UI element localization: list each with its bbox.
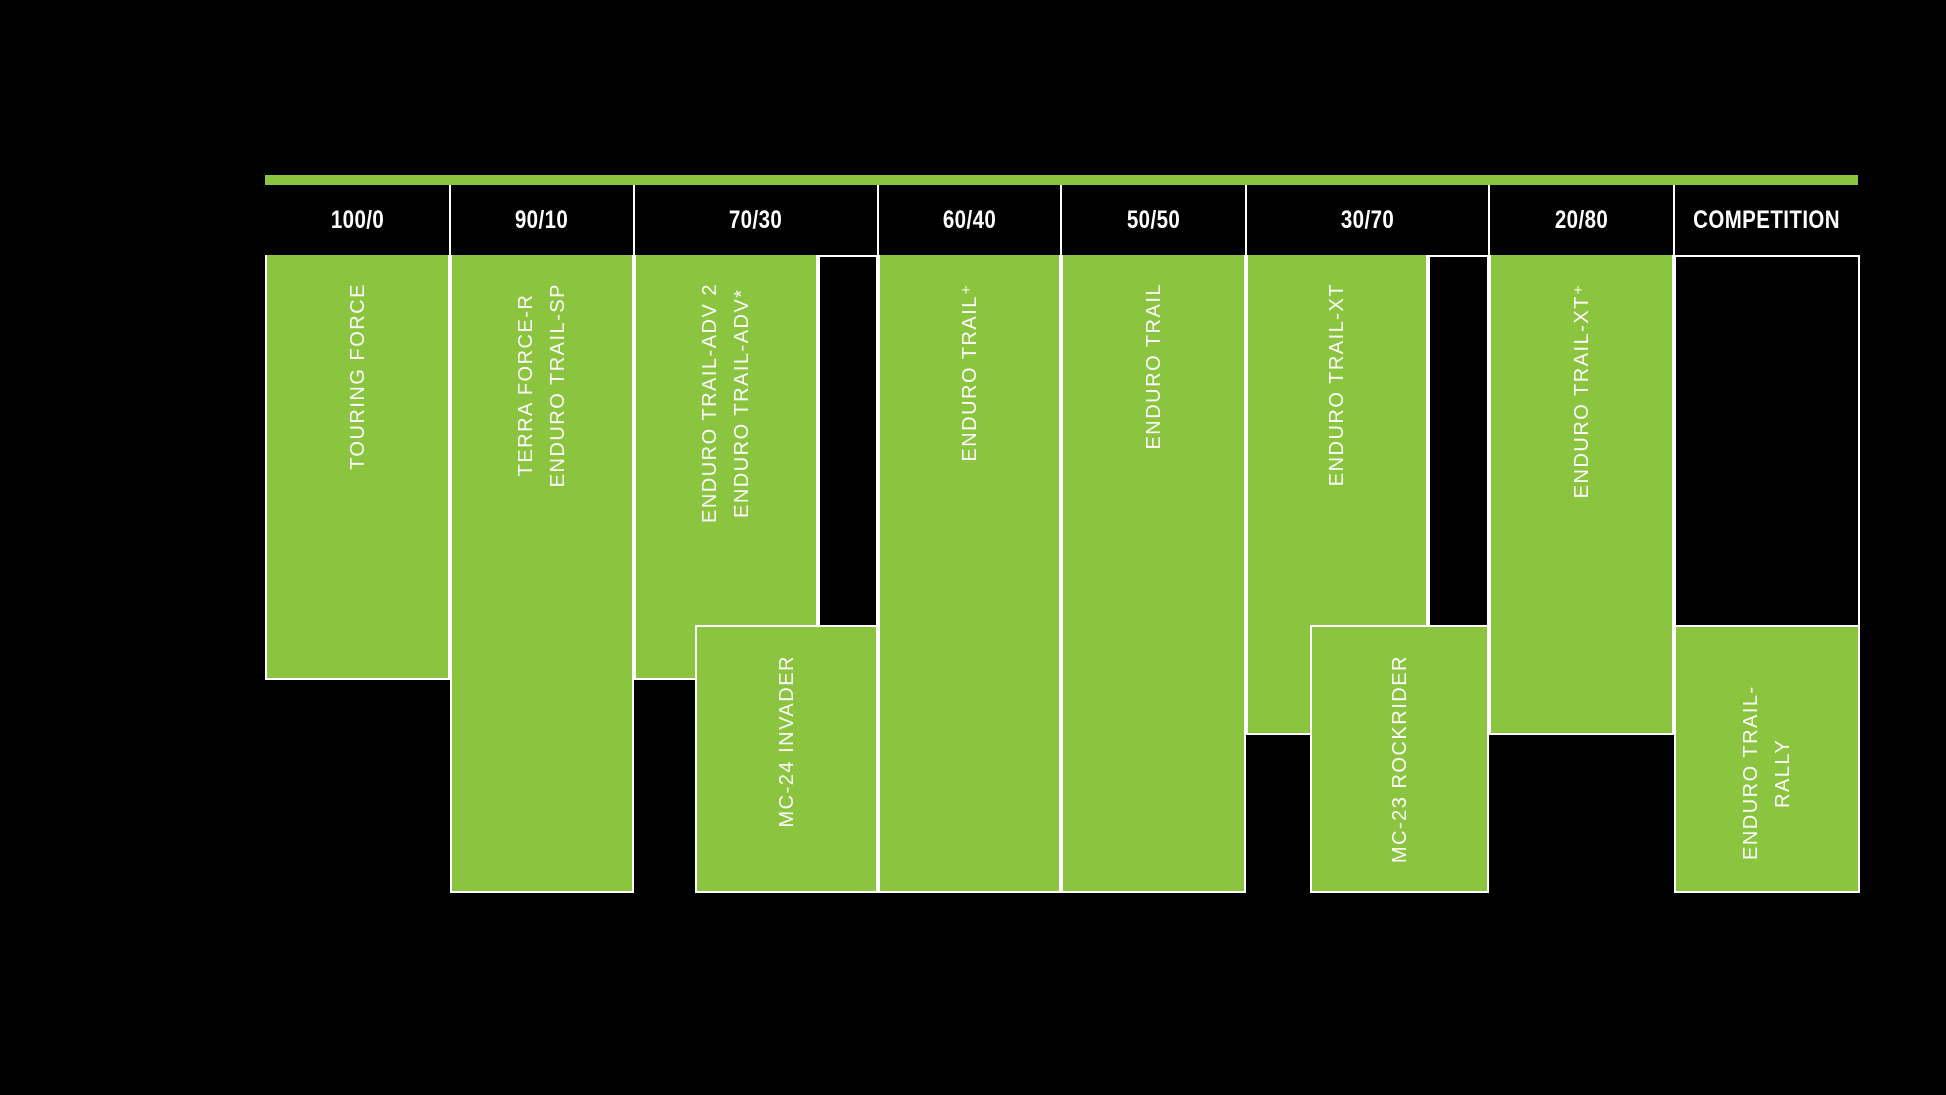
header-cell-70-30: 70/30 [634, 185, 878, 255]
block-enduro-trail: ENDURO TRAIL [1061, 255, 1246, 893]
block-label: ENDURO TRAIL⁺ [958, 283, 981, 462]
block-enduro-trail-plus: ENDURO TRAIL⁺ [878, 255, 1061, 893]
block-label: ENDURO TRAIL-ADV 2 ENDURO TRAIL-ADV* [699, 283, 753, 524]
block-label: ENDURO TRAIL-RALLY [1740, 685, 1794, 861]
header-cell-competition: COMPETITION [1674, 185, 1860, 255]
header-separator [1488, 185, 1490, 255]
block-enduro-trail-rally: ENDURO TRAIL-RALLY [1674, 625, 1860, 893]
block-label: ENDURO TRAIL [1142, 283, 1165, 450]
header-label: 100/0 [330, 205, 385, 234]
header-label: 90/10 [515, 205, 569, 234]
header-accent-bar [265, 175, 1858, 185]
header-separator [449, 185, 451, 255]
block-label: MC-24 INVADER [775, 655, 798, 828]
header-cell-90-10: 90/10 [450, 185, 634, 255]
gap-slot-70-30 [818, 255, 878, 625]
block-touring-force: TOURING FORCE [265, 255, 450, 680]
header-cell-60-40: 60/40 [878, 185, 1061, 255]
block-enduro-trail-xt-plus: ENDURO TRAIL-XT⁺ [1489, 255, 1674, 735]
block-enduro-trail-adv: ENDURO TRAIL-ADV 2 ENDURO TRAIL-ADV* [634, 255, 818, 680]
block-label: TERRA FORCE-R ENDURO TRAIL-SP [515, 283, 569, 488]
block-mc-23-rockrider: MC-23 ROCKRIDER [1310, 625, 1489, 893]
header-label: 50/50 [1126, 205, 1181, 234]
header-cell-100-0: 100/0 [265, 185, 450, 255]
header-label: 20/80 [1554, 205, 1609, 234]
header-separator [877, 185, 879, 255]
header-cell-50-50: 50/50 [1061, 185, 1246, 255]
block-label: MC-23 ROCKRIDER [1388, 655, 1411, 864]
header-label: 70/30 [729, 205, 783, 234]
block-label: TOURING FORCE [346, 283, 369, 470]
block-label: ENDURO TRAIL-XT⁺ [1570, 283, 1593, 499]
header-label: 60/40 [942, 205, 997, 234]
gap-slot-30-70 [1428, 255, 1489, 625]
header-label: 30/70 [1340, 205, 1395, 234]
header-cell-20-80: 20/80 [1489, 185, 1674, 255]
block-label: ENDURO TRAIL-XT [1326, 283, 1348, 487]
header-label: COMPETITION [1693, 205, 1841, 234]
header-separator [1673, 185, 1675, 255]
header-cell-30-70: 30/70 [1246, 185, 1489, 255]
competition-gap-box [1674, 255, 1860, 625]
block-mc-24-invader: MC-24 INVADER [695, 625, 878, 893]
header-separator [633, 185, 635, 255]
header-separator [1245, 185, 1247, 255]
header-separator [1060, 185, 1062, 255]
block-terra-force-r: TERRA FORCE-R ENDURO TRAIL-SP [450, 255, 634, 893]
